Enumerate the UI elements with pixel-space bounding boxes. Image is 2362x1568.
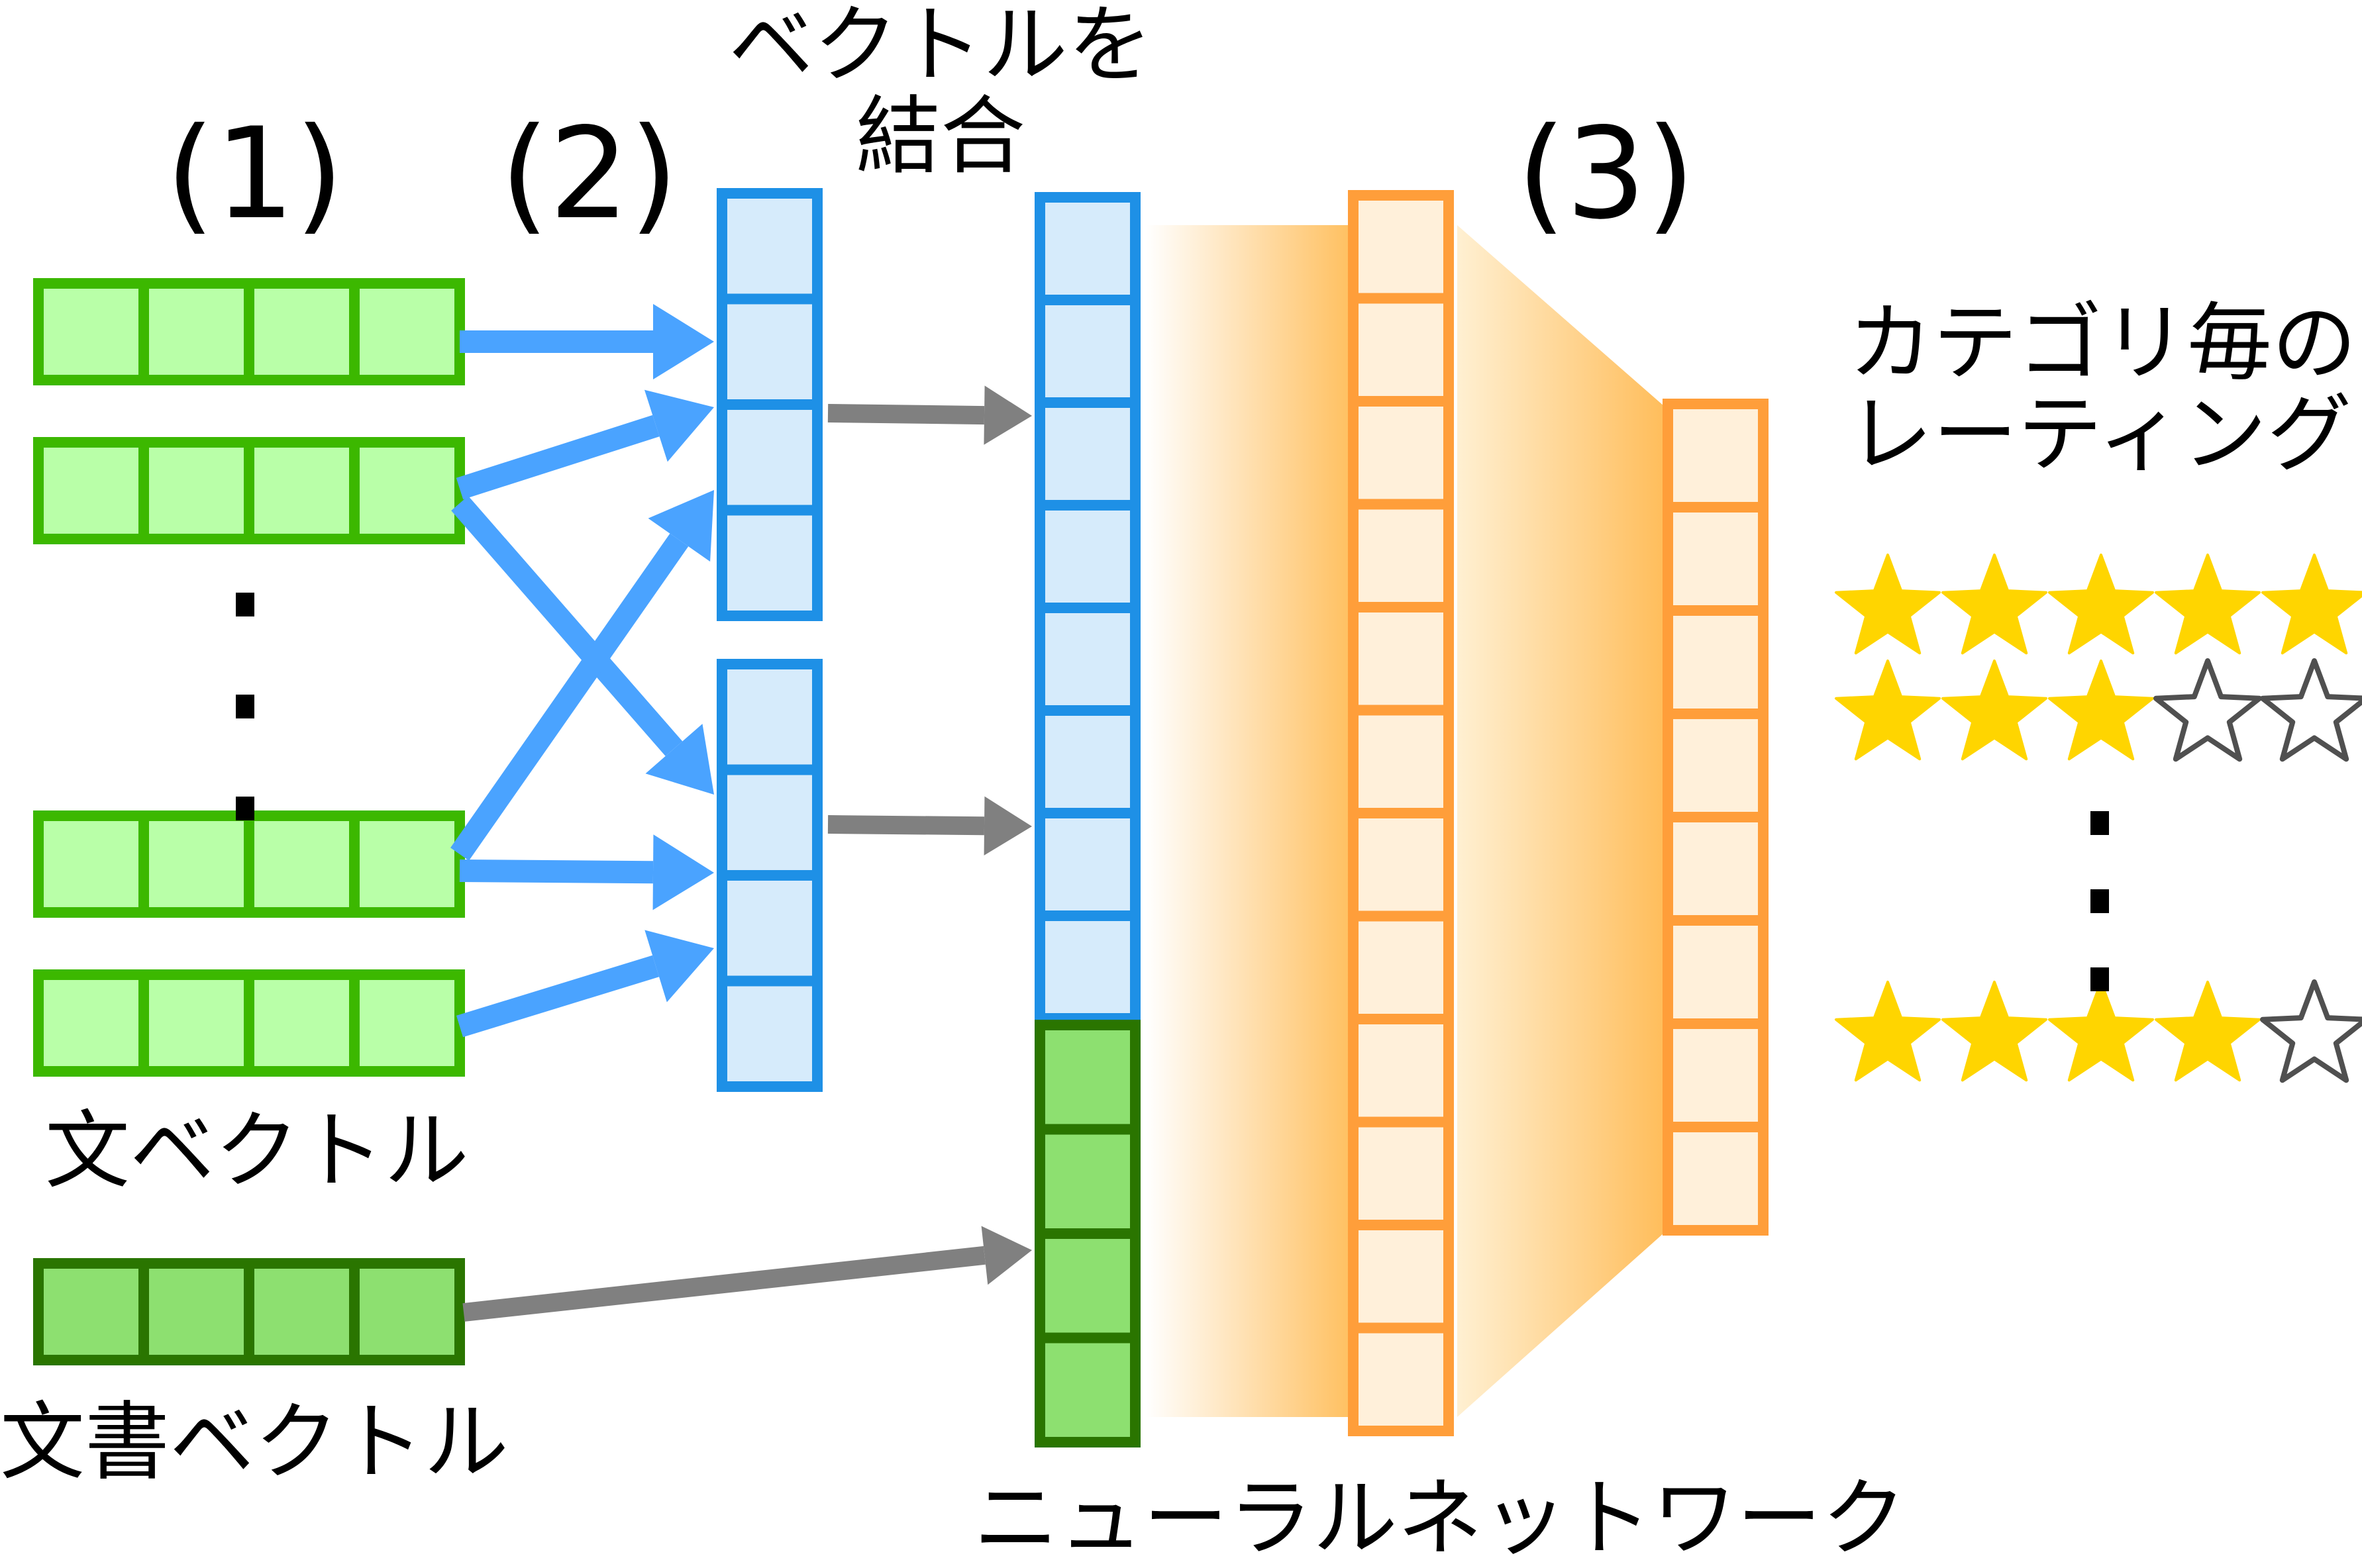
arrow-document-to-concat-shaft — [462, 1246, 986, 1322]
concatenate-label-line1: ベクトルを — [729, 0, 1153, 95]
arrow-bottom-to-concat-head — [984, 796, 1032, 856]
step-1-label: (1) — [166, 101, 344, 247]
arrow-document-to-concat — [462, 1226, 1032, 1322]
rating-row-3-filled-star-icon — [1941, 981, 2047, 1082]
network-connection-fan-left — [1146, 225, 1351, 1417]
neural-network-label: ニューラルネットワーク — [974, 1469, 1907, 1568]
document-vector-label: 文書ベクトル — [0, 1393, 509, 1492]
arrow-s3-to-top-shaft — [450, 533, 689, 861]
step-3-label: (3) — [1517, 101, 1696, 247]
arrow-s3-to-bottom-shaft — [459, 859, 654, 884]
arrow-s3-to-bottom-head — [652, 834, 714, 910]
rating-ellipsis — [2090, 811, 2109, 991]
document-vector — [33, 1258, 465, 1365]
rating-row-2-filled-star-icon — [2048, 660, 2154, 761]
arrow-s3-to-top-head — [648, 490, 714, 562]
rating-row-1-filled-star-icon — [2048, 554, 2154, 655]
rating-row-3-filled-star-icon — [2155, 981, 2261, 1082]
output-layer — [1663, 399, 1769, 1236]
arrow-s4-to-bottom-shaft — [456, 955, 660, 1038]
ellipsis-dot — [2090, 967, 2109, 991]
sentence-vector-4 — [33, 969, 465, 1077]
arrow-s4-to-bottom-head — [644, 930, 714, 1003]
arrow-s2-to-top-head — [644, 389, 714, 462]
concatenated-sentence-part — [1035, 192, 1141, 1024]
arrow-document-to-concat-head — [981, 1226, 1032, 1285]
arrow-s2-to-bottom — [451, 495, 714, 795]
arrow-bottom-to-concat-shaft — [827, 815, 985, 836]
rating-row-3-filled-star-icon — [1835, 981, 1941, 1082]
sentence-vector-2 — [33, 437, 465, 544]
rating-row-1-filled-star-icon — [1835, 554, 1941, 655]
ratings-label-line1: カテゴリ毎の — [1848, 294, 2357, 393]
arrow-s2-to-top-shaft — [456, 415, 660, 500]
sentence-ellipsis — [236, 593, 254, 820]
concatenated-document-part — [1035, 1020, 1141, 1447]
rating-row-2-filled-star-icon — [1835, 660, 1941, 761]
rating-row-1-filled-star-icon — [2155, 554, 2261, 655]
ratings-label-line2: レーティング — [1848, 385, 2352, 485]
ellipsis-dot — [236, 593, 254, 616]
rating-row-1-filled-star-icon — [2261, 554, 2362, 655]
sentence-vector-3 — [33, 810, 465, 918]
concatenate-label: ベクトルを 結合 — [729, 0, 1153, 183]
ellipsis-dot — [2090, 889, 2109, 913]
rating-row-2-filled-star-icon — [1941, 660, 2047, 761]
step-2-label: (2) — [500, 101, 679, 247]
arrow-s3-to-top — [450, 490, 714, 861]
arrow-top-to-concat-head — [984, 385, 1032, 445]
ellipsis-dot — [236, 797, 254, 820]
rating-row-1-filled-star-icon — [1941, 554, 2047, 655]
arrow-s2-to-bottom-head — [645, 724, 714, 795]
sentence-vectors-label: 文ベクトル — [45, 1102, 470, 1200]
ellipsis-dot — [236, 695, 254, 718]
arrow-s3-to-bottom — [459, 834, 714, 910]
arrow-s4-to-bottom — [456, 930, 714, 1038]
rating-row-2-empty-star-icon — [2260, 658, 2362, 762]
arrow-top-to-concat-shaft — [827, 404, 985, 425]
rating-row-2-empty-star-icon — [2153, 658, 2262, 762]
arrow-s1-to-top — [460, 303, 714, 380]
rating-row-3-filled-star-icon — [2048, 981, 2154, 1082]
arrow-top-to-concat — [827, 385, 1032, 445]
ratings-label: カテゴリ毎の レーティング — [1848, 294, 2357, 485]
network-connection-fan-right — [1457, 225, 1669, 1417]
rating-row-3-empty-star-icon — [2260, 979, 2362, 1083]
encoded-vector-bottom — [717, 659, 823, 1092]
concatenate-label-line2: 結合 — [855, 87, 1025, 187]
hidden-layer — [1348, 190, 1454, 1436]
ellipsis-dot — [2090, 811, 2109, 835]
arrow-s2-to-top — [456, 389, 714, 500]
sentence-vector-1 — [33, 278, 465, 385]
arrow-s2-to-bottom-shaft — [451, 495, 683, 756]
encoded-vector-top — [717, 188, 823, 621]
arrow-s1-to-top-head — [653, 303, 714, 380]
arrow-bottom-to-concat — [827, 796, 1032, 856]
